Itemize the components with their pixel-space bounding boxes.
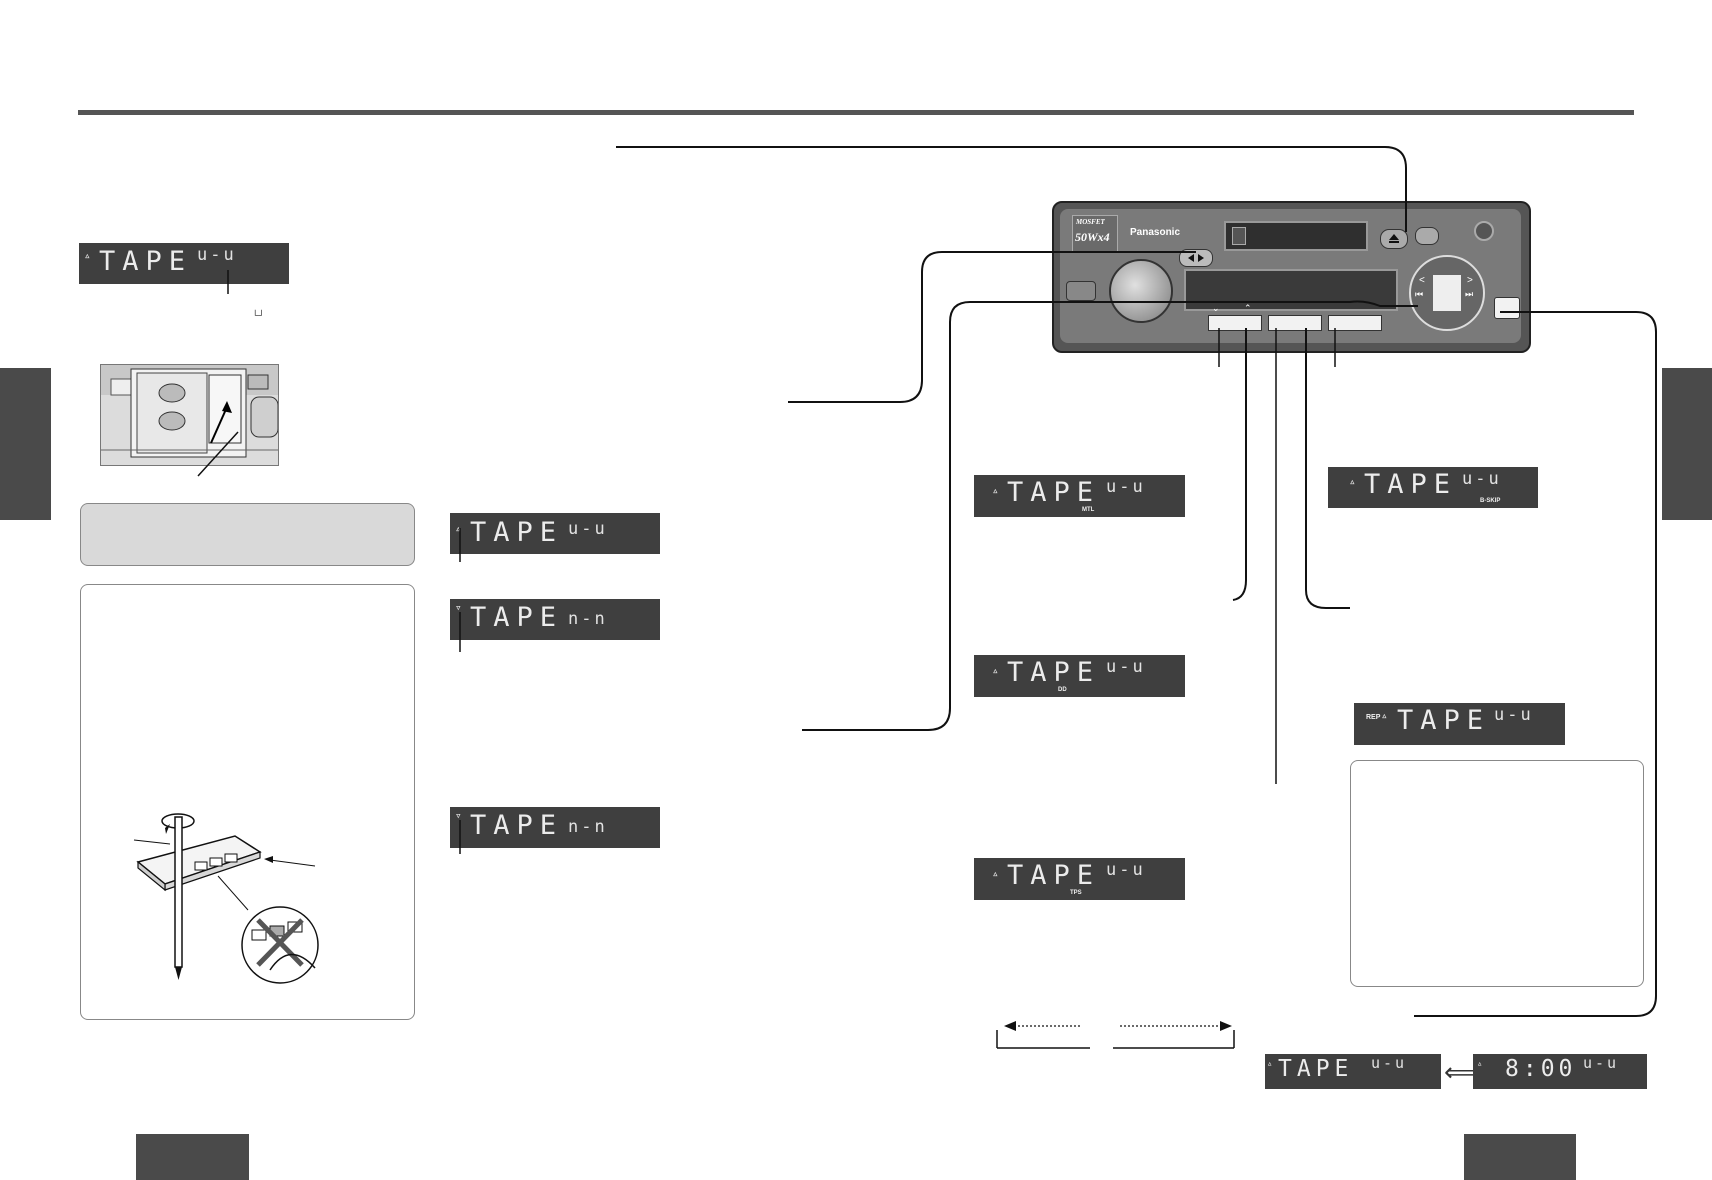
up-triangle-icon: ▵ [992, 484, 999, 497]
lcd-word: TAPE [99, 246, 193, 277]
lcd-counter: u-u [1106, 477, 1146, 497]
preset-button-2[interactable] [1268, 315, 1322, 331]
preset-button-3[interactable] [1328, 315, 1382, 331]
lcd-word: TAPE [1278, 1056, 1354, 1082]
lcd-word: TAPE [470, 517, 564, 548]
volume-knob[interactable] [1109, 259, 1173, 323]
cassette-pencil-illustration [133, 813, 319, 984]
open-button[interactable] [1415, 227, 1439, 245]
lcd-counter: u-u [1494, 705, 1534, 725]
main-display-window [1184, 269, 1398, 311]
side-tab-right [1662, 368, 1712, 520]
tape-direction-mark: └┘ [252, 310, 265, 320]
up-triangle-icon: ▵ [1381, 709, 1388, 722]
down-triangle-icon: ▿ [455, 601, 462, 614]
cassette-care-box [80, 584, 415, 1020]
lcd-word: TAPE [1007, 477, 1101, 508]
note-box [80, 503, 415, 566]
lcd-counter: n-n [568, 609, 608, 629]
lcd-forward: ▵ TAPE u-u [450, 513, 660, 554]
lcd-word: TAPE [470, 810, 564, 841]
mtl-indicator: MTL [1082, 507, 1095, 513]
lcd-reverse: ▿ TAPE n-n [450, 599, 660, 640]
lcd-mtl: ▵ TAPE u-u MTL [974, 475, 1185, 517]
fast-forward-icon: ⏭ [1465, 289, 1474, 299]
side-button[interactable] [1066, 281, 1096, 301]
lcd-word: TAPE [1007, 860, 1101, 891]
lcd-reverse-blink: ▿ TAPE n-n [450, 807, 660, 848]
page-tab-left [136, 1134, 249, 1180]
lcd-tps: ▵ TAPE u-u TPS [974, 858, 1185, 900]
up-triangle-icon: ▵ [1267, 1059, 1273, 1069]
lcd-counter: n-n [568, 817, 608, 837]
lcd-repeat: REP ▵ TAPE u-u [1354, 703, 1565, 745]
lcd-clock-b: ▵ 8:00 u-u [1473, 1054, 1647, 1089]
bskip-indicator: B-SKIP [1480, 498, 1501, 504]
disp-button[interactable] [1494, 297, 1520, 319]
cassette-door [1232, 227, 1246, 245]
seek-center [1433, 275, 1461, 311]
lcd-intro: ▵ TAPE u-u [79, 243, 289, 284]
lcd-counter: u-u [197, 245, 237, 265]
lcd-word: TAPE [1397, 705, 1491, 736]
up-triangle-icon: ▵ [455, 522, 462, 535]
down-triangle-icon: ▿ [455, 809, 462, 822]
lcd-counter: u-u [1583, 1054, 1620, 1072]
side-tab-left [0, 368, 51, 520]
lcd-word: TAPE [1007, 657, 1101, 688]
rewind-icon: ⏮ [1415, 289, 1424, 299]
cassette-slot[interactable] [1224, 221, 1368, 251]
badge-top: MOSFET [1076, 218, 1105, 226]
dolby-indicator: DD [1058, 687, 1067, 693]
preset-up-mark: ⌃ [1244, 303, 1252, 313]
lcd-counter: u-u [1106, 657, 1146, 677]
up-triangle-icon: ▵ [992, 664, 999, 677]
eject-button[interactable] [1380, 229, 1408, 249]
lcd-clock-time: 8:00 [1505, 1056, 1577, 1082]
lcd-clock-a: ▵ TAPE u-u [1265, 1054, 1441, 1089]
up-triangle-icon: ▵ [1349, 475, 1356, 488]
up-triangle-icon: ▵ [992, 867, 999, 880]
lcd-bskip: ▵ TAPE u-u B-SKIP [1328, 467, 1538, 508]
seek-button-cluster[interactable]: < > ⏮ ⏭ [1409, 255, 1485, 331]
eject-icon [1389, 234, 1399, 243]
repeat-indicator: REP [1366, 714, 1381, 721]
seek-up-label: > [1467, 275, 1473, 286]
header-rule [78, 110, 1634, 115]
lcd-dolby: ▵ TAPE u-u DD [974, 655, 1185, 697]
preset-button-1[interactable] [1208, 315, 1262, 331]
lcd-word: TAPE [470, 602, 564, 633]
direction-button[interactable] [1179, 249, 1213, 267]
lcd-counter: u-u [1462, 469, 1502, 489]
lcd-counter: u-u [1106, 860, 1146, 880]
tps-indicator: TPS [1070, 890, 1082, 896]
up-triangle-icon: ▵ [1477, 1059, 1483, 1069]
direction-toggle-icon [1188, 254, 1204, 262]
page-tab-right [1464, 1134, 1576, 1180]
repeat-note-box [1350, 760, 1644, 987]
seek-down-label: < [1419, 275, 1425, 286]
brand-logo: Panasonic [1130, 227, 1181, 238]
badge-power: 50Wx4 [1075, 230, 1110, 244]
cassette-insert-drawing [101, 365, 278, 465]
up-triangle-icon: ▵ [84, 249, 91, 262]
power-indicator [1474, 221, 1494, 241]
lcd-counter: u-u [568, 519, 608, 539]
preset-down-mark: ⌄ [1212, 303, 1220, 313]
cassette-insert-illustration [100, 364, 279, 466]
lcd-word: TAPE [1364, 469, 1458, 500]
lcd-counter: u-u [1371, 1054, 1408, 1072]
car-stereo-unit: MOSFET 50Wx4 Panasonic < > ⏮ ⏭ ⌄ ⌃ [1052, 201, 1531, 353]
